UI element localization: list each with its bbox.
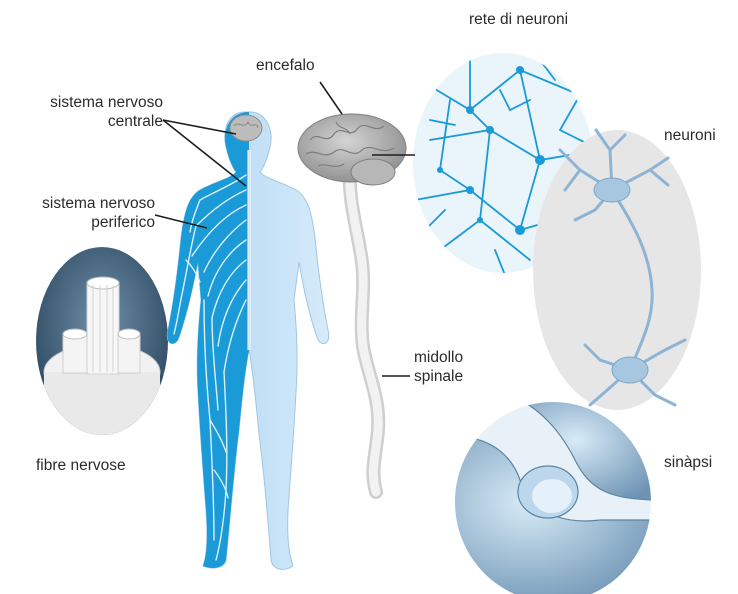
fibers-label: fibre nervose [36,456,126,475]
spinal-cord-label-line1: midollo [414,348,463,367]
spinal-cord-label: midollo spinale [414,348,463,386]
pns-label-line2: periferico [4,213,155,232]
nerve-fibers-image [36,247,168,442]
cns-label-line2: centrale [8,112,163,131]
human-figure [167,112,328,569]
neurons-label: neuroni [664,126,716,145]
neurons-image [533,130,701,410]
network-label: rete di neuroni [469,10,568,29]
pns-label: sistema nervoso periferico [4,194,155,232]
cns-label-line1: sistema nervoso [8,93,163,112]
brain-label: encefalo [256,56,315,75]
spinal-cord-label-line2: spinale [414,367,463,386]
cns-label: sistema nervoso centrale [8,93,163,131]
synapse-label: sinàpsi [664,453,712,472]
synapse-image [440,400,660,594]
pns-label-line1: sistema nervoso [4,194,155,213]
